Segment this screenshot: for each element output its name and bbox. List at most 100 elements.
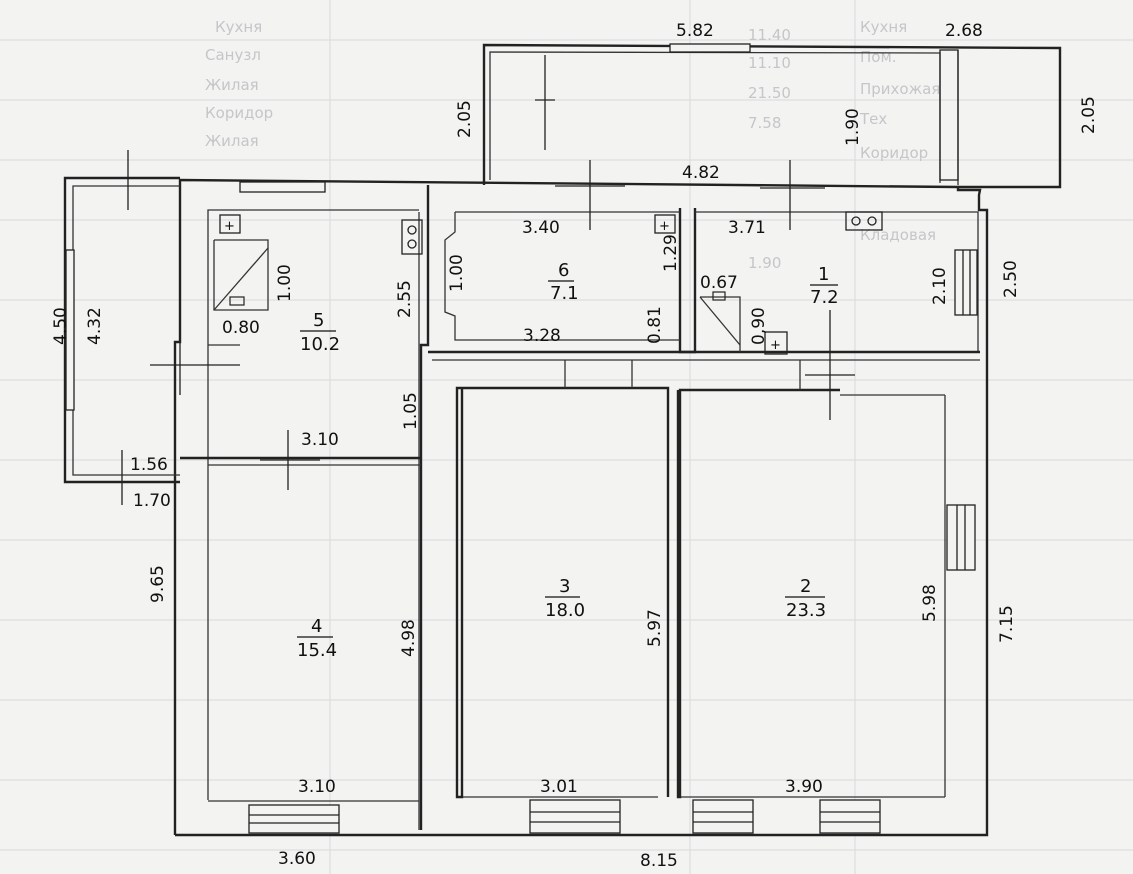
- outer-wall: [173, 178, 989, 837]
- room-labels: 1 7.2 2 23.3 3 18.0 4 15.4 5 10.2 6 7.1: [297, 260, 839, 661]
- bath-cubicle: [213, 239, 269, 311]
- dimension-label: 3.01: [540, 777, 578, 797]
- bleed-text: Коридор: [860, 144, 928, 162]
- svg-text:+: +: [224, 219, 235, 234]
- walls: [63, 43, 1062, 837]
- dimension-label: 1.70: [133, 491, 171, 511]
- window: [529, 799, 621, 834]
- dimension-label: 9.65: [148, 565, 168, 603]
- dimension-label: 2.10: [930, 267, 950, 305]
- room-label-3: 3 18.0: [545, 576, 585, 621]
- room-area: 7.2: [810, 287, 839, 308]
- dimension-label: 1.00: [275, 264, 295, 302]
- outer-wall-inner: [207, 209, 419, 800]
- bleed-text: Пом.: [860, 48, 897, 66]
- window: [946, 504, 976, 571]
- toilet-cubicle: [700, 296, 741, 352]
- partition-room6-1: [678, 208, 697, 354]
- bleed-text: Жилая: [205, 76, 259, 94]
- room-label-1: 1 7.2: [810, 264, 839, 308]
- windows: [65, 43, 978, 834]
- bleed-text: 21.50: [748, 84, 791, 102]
- dimension-label: 3.90: [785, 777, 823, 797]
- dimension-label: 0,90: [749, 307, 769, 345]
- bleed-text: Жилая: [205, 132, 259, 150]
- bleed-text: Кухня: [860, 18, 907, 36]
- partition-room5-6: [419, 185, 430, 830]
- dimension-label: 1.05: [401, 392, 421, 430]
- fixtures: + + +: [219, 211, 883, 355]
- room-number: 5: [313, 310, 324, 331]
- room1-top: [695, 211, 979, 352]
- bleed-text: Прихожая: [860, 80, 940, 98]
- sink-icon: +: [764, 331, 788, 355]
- sink-icon: +: [654, 214, 676, 234]
- room6-inner: [444, 212, 680, 341]
- stove-icon: [845, 211, 883, 231]
- wall-line: [699, 296, 741, 346]
- window: [239, 181, 326, 193]
- dimension-label: 2.68: [945, 21, 983, 41]
- dimension-label: 3.71: [728, 218, 766, 238]
- dimension-label: 3.10: [301, 430, 339, 450]
- bleed-text: Кухня: [215, 18, 262, 36]
- room-label-4: 4 15.4: [297, 616, 337, 661]
- toilet-icon: [712, 291, 726, 301]
- svg-text:+: +: [770, 338, 781, 353]
- window: [65, 249, 75, 411]
- dimension-label: 2.05: [455, 100, 475, 138]
- room-number: 1: [818, 264, 829, 285]
- bleed-text: Тех: [859, 110, 887, 128]
- dimension-label: 1.56: [130, 455, 168, 475]
- room2-outline: [676, 388, 840, 799]
- window: [669, 43, 751, 53]
- wall-line: [213, 247, 269, 311]
- bleed-through-text: Кухня Санузл Жилая Коридор Жилая Кухня П…: [205, 18, 940, 272]
- room-area: 10.2: [300, 334, 340, 355]
- window: [692, 799, 754, 834]
- room-number: 4: [311, 616, 322, 637]
- dimension-label: 1.90: [843, 108, 863, 146]
- room-label-5: 5 10.2: [300, 310, 340, 355]
- room-label-6: 6 7.1: [548, 260, 579, 304]
- window: [939, 49, 959, 181]
- bath-drain-icon: [229, 296, 245, 306]
- room-number: 6: [558, 260, 569, 281]
- dimension-label: 0.81: [645, 306, 665, 344]
- room-area: 7.1: [550, 283, 579, 304]
- left-annex-wall: [63, 176, 180, 484]
- room-label-2: 2 23.3: [785, 576, 826, 621]
- door-markers: [100, 55, 855, 505]
- dimension-label: 0.67: [700, 273, 738, 293]
- dimension-label: 5.82: [676, 21, 714, 41]
- room-area: 15.4: [297, 640, 337, 661]
- dimension-label: 0.80: [222, 318, 260, 338]
- dimension-label: 5.97: [645, 609, 665, 647]
- window: [248, 804, 340, 834]
- bleed-text: 1.90: [748, 254, 781, 272]
- dimension-label: 8.15: [640, 851, 678, 871]
- room-area: 23.3: [786, 600, 826, 621]
- dimension-label: 4.32: [85, 307, 105, 345]
- dimension-label: 7.15: [997, 605, 1017, 643]
- room-number: 2: [800, 576, 811, 597]
- bleed-text: Коридор: [205, 104, 273, 122]
- bleed-text: 11.40: [748, 26, 791, 44]
- bleed-text: Санузл: [205, 46, 261, 64]
- dimension-label: 4.82: [682, 163, 720, 183]
- dimension-label: 5.98: [920, 584, 940, 622]
- dimension-label: 1.00: [447, 254, 467, 292]
- dimension-label: 3.40: [522, 218, 560, 238]
- dimension-label: 2.55: [395, 280, 415, 318]
- dimension-label: 3.28: [523, 326, 561, 346]
- window: [954, 249, 978, 316]
- dimension-labels: 5.82 2.68 2.05 2.05 1.90 4.82 4.50 4.32 …: [51, 21, 1099, 871]
- dimension-label: 1.29: [661, 234, 681, 272]
- stove-icon: [401, 219, 423, 255]
- annex-wall: [482, 43, 1062, 189]
- dimension-label: 4.50: [51, 307, 71, 345]
- room3-outline: [455, 386, 670, 799]
- bleed-text: Кладовая: [860, 226, 936, 244]
